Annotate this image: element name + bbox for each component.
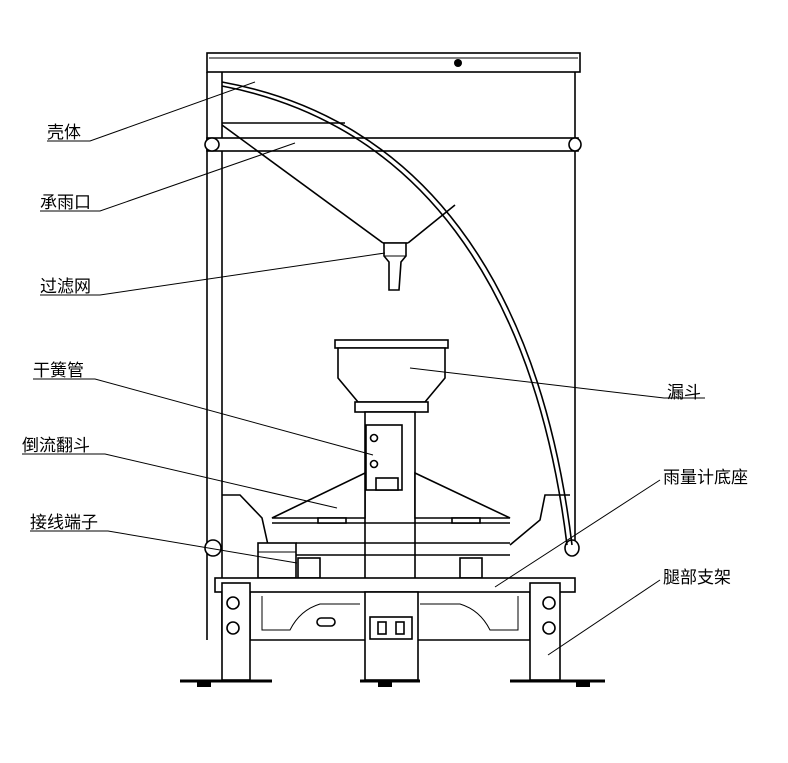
label-base: 雨量计底座: [663, 468, 748, 488]
left-leg-bolt-top: [226, 596, 240, 610]
leg-brackets: [180, 582, 605, 687]
reed-switch-screw-bottom: [369, 459, 379, 469]
base-skirt-left-cutout: [261, 596, 360, 631]
right-post: [459, 557, 483, 579]
base-skirt-right-cutout: [420, 596, 519, 631]
catch-funnel-left-slope: [221, 124, 384, 244]
reed-switch: [365, 424, 403, 491]
upper-band-left-knob: [204, 137, 220, 152]
terminal-block: [257, 542, 297, 579]
cutaway-arc-outer: [221, 81, 573, 546]
labels: 壳体 承雨口 过滤网 干簧管 倒流翻斗 接线端子 漏斗 雨量计底座 腿部支架: [22, 123, 748, 588]
reed-switch-screw-top: [369, 433, 379, 443]
leader-leg-bracket: [547, 579, 661, 656]
tipping-bucket-left-stop: [317, 517, 347, 524]
label-funnel: 漏斗: [667, 383, 701, 403]
leader-filter: [40, 252, 386, 296]
leader-catch-mouth: [40, 142, 296, 212]
right-side-bracket: [509, 494, 570, 546]
catch-funnel-right-slope: [407, 204, 456, 244]
label-reed-switch: 干簧管: [33, 361, 84, 381]
lower-band-left-knob: [204, 539, 222, 557]
housing: [204, 52, 582, 640]
left-foot-pad: [197, 682, 211, 687]
label-catch-mouth: 承雨口: [40, 193, 91, 213]
label-housing: 壳体: [47, 123, 81, 143]
leader-terminal: [30, 530, 298, 564]
label-leg-bracket: 腿部支架: [663, 568, 731, 588]
tipping-bucket-right-stop: [451, 517, 481, 524]
right-leg-bolt-bottom: [542, 621, 556, 635]
cutaway-arc-inner: [221, 85, 568, 546]
lower-funnel-rim: [334, 339, 449, 349]
leader-funnel: [409, 367, 705, 399]
label-filter: 过滤网: [40, 277, 91, 297]
upper-band: [206, 137, 579, 152]
leader-lines: [22, 81, 705, 656]
leader-base: [494, 479, 661, 588]
left-leg-bolt-bottom: [226, 621, 240, 635]
lower-funnel: [334, 339, 449, 413]
base-plate: [214, 577, 576, 593]
lower-funnel-bowl: [337, 347, 446, 403]
center-foot-pad: [378, 682, 392, 687]
leader-reed-switch: [33, 378, 374, 456]
tipping-bucket: [271, 471, 511, 524]
center-bottom-window: [369, 616, 413, 640]
filter-nozzle: [383, 242, 407, 291]
reed-switch-contact: [375, 477, 399, 491]
leader-tipping-bucket: [22, 453, 338, 509]
top-cap-screw: [454, 59, 462, 67]
lower-funnel-neck: [354, 401, 429, 413]
tipping-bucket-left: [271, 471, 366, 519]
right-foot-pad: [576, 682, 590, 687]
label-terminal: 接线端子: [30, 513, 98, 533]
right-leg-bolt-top: [542, 596, 556, 610]
tipping-bucket-right: [414, 471, 511, 519]
label-tipping-bucket: 倒流翻斗: [22, 436, 90, 456]
center-bottom-pin-left: [377, 621, 387, 635]
upper-band-right-knob: [568, 137, 582, 152]
top-cap: [206, 52, 581, 73]
base-slot: [316, 617, 336, 627]
leader-housing: [47, 81, 256, 142]
left-side-bracket: [222, 494, 269, 546]
left-post: [297, 557, 321, 579]
center-bottom-pin-right: [395, 621, 405, 635]
